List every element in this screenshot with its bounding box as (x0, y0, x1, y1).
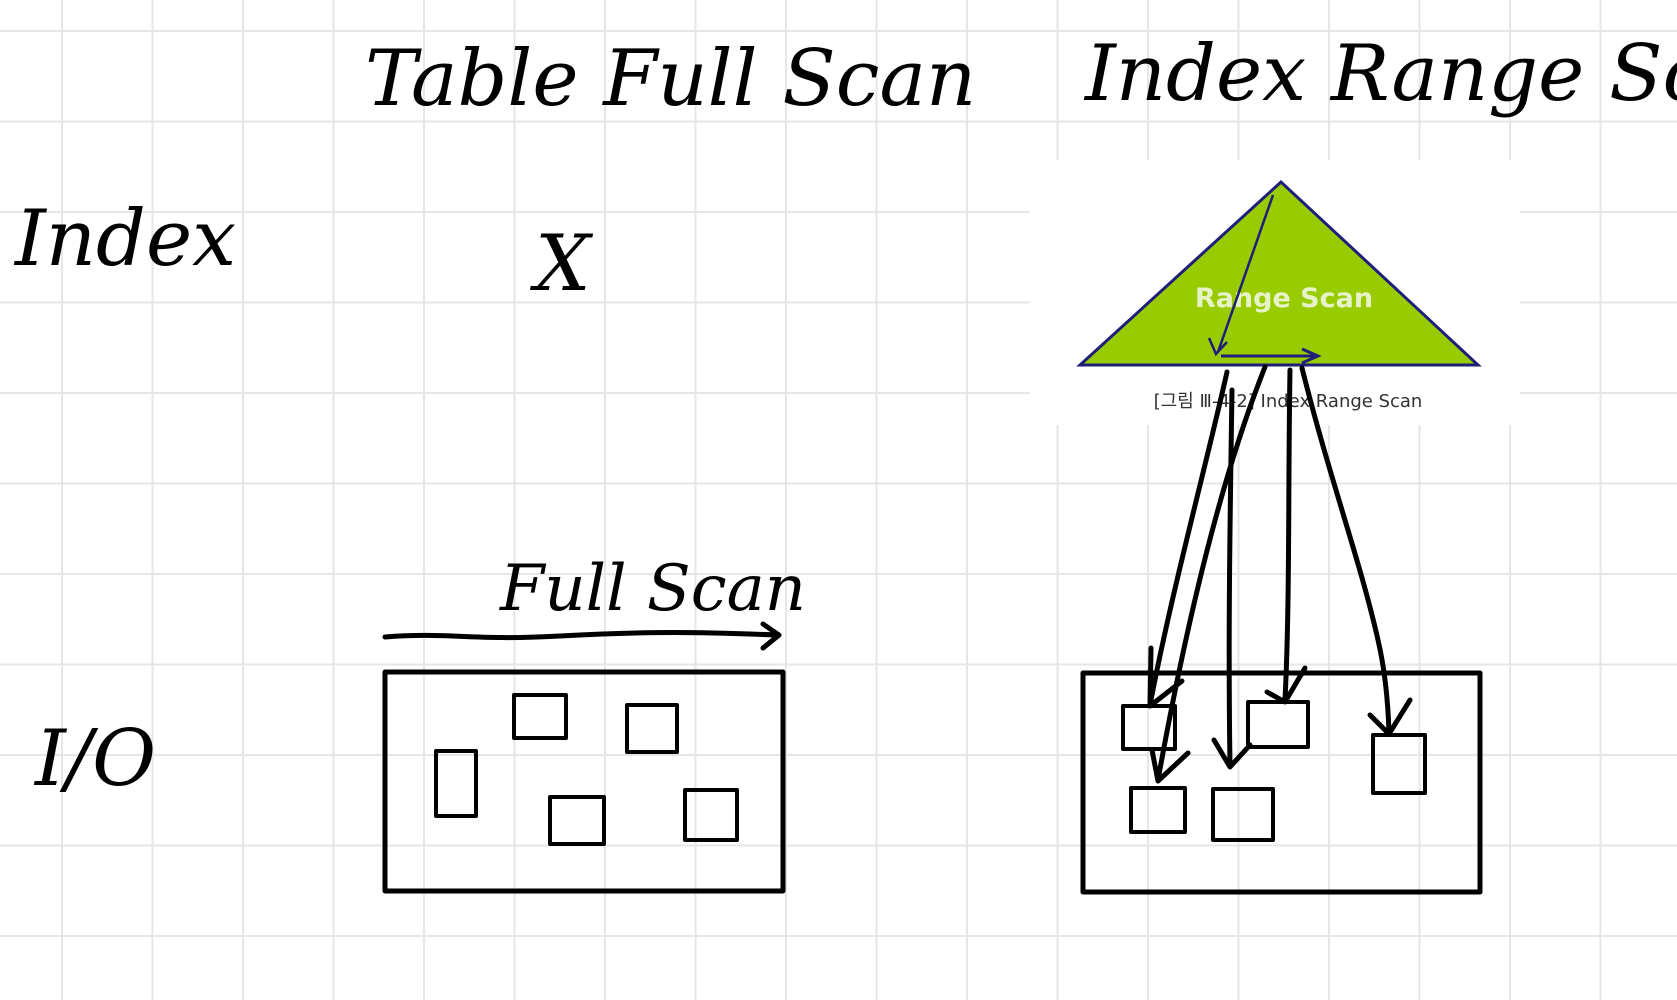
table-block (1129, 786, 1187, 834)
table-block (434, 749, 478, 818)
random-access-arrow (1147, 369, 1230, 709)
header-table-full-scan: Table Full Scan (365, 34, 976, 124)
full-scan-arrow (382, 621, 782, 651)
header-index-range-scan: Index Range Scan. (1083, 29, 1677, 119)
row-label-io: I/O (33, 714, 156, 804)
table-block (1371, 733, 1427, 795)
index-tree-triangle (1076, 179, 1482, 367)
table-box-full-scan (382, 669, 786, 894)
not-applicable-mark: X (529, 219, 594, 309)
random-access-arrow (1149, 364, 1268, 784)
table-block (512, 693, 568, 740)
random-access-arrow (1264, 367, 1308, 705)
random-access-arrow (1299, 365, 1413, 737)
table-block (683, 788, 739, 842)
table-box-index-range-scan (1080, 670, 1483, 895)
table-block (625, 703, 679, 754)
full-scan-label: Full Scan (499, 552, 806, 626)
index-tree-label: Range Scan (1195, 283, 1373, 314)
table-block (548, 795, 606, 846)
table-block (1246, 700, 1310, 749)
random-access-arrow (1211, 387, 1253, 770)
range-scan-traversal-arrow (1207, 194, 1322, 365)
row-label-index: Index (13, 194, 236, 284)
table-block (1211, 787, 1275, 842)
